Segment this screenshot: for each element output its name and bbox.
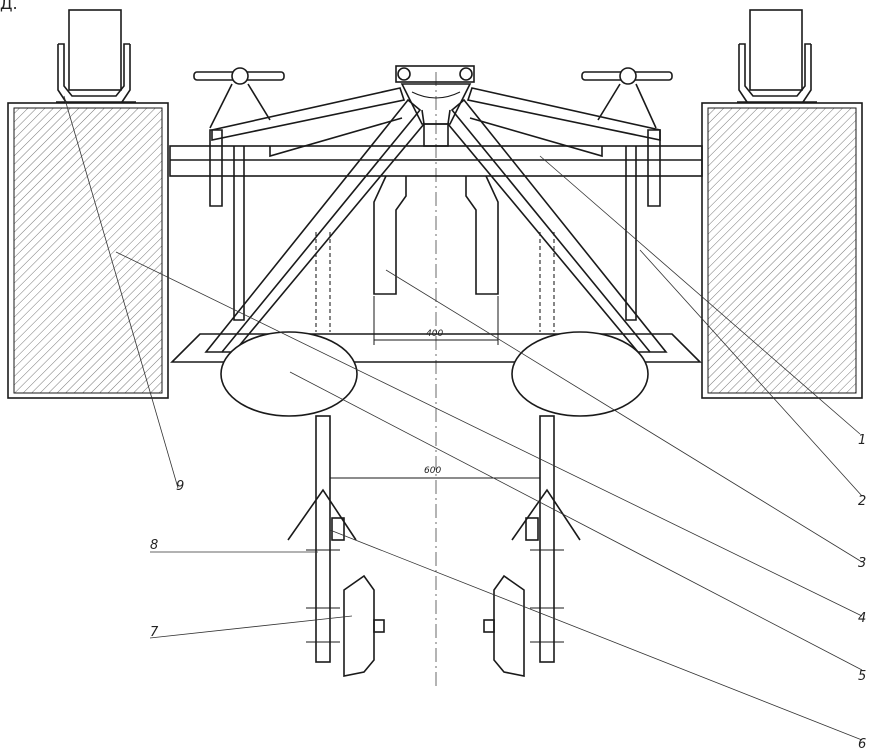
hitch-tower (395, 65, 475, 147)
callout-1: 1 (858, 433, 866, 448)
callout-3: 3 (858, 556, 866, 571)
dimension-400: 400 (373, 296, 499, 345)
left-support-wheel (7, 102, 169, 399)
left-spring-tine (287, 488, 357, 541)
stray-heading-text: Д. (0, 0, 18, 13)
callout-7: 7 (150, 625, 159, 640)
leader-lines (63, 95, 863, 741)
right-gauge-wheel (737, 9, 817, 103)
right-spring-tine (511, 488, 581, 541)
callout-8: 8 (150, 538, 158, 553)
right-disc (511, 331, 649, 417)
dimension-400-label: 400 (426, 329, 443, 339)
diagonal-braces (204, 98, 668, 353)
callout-2: 2 (858, 494, 866, 509)
upper-frame-arms (211, 87, 661, 158)
central-tines (373, 175, 499, 295)
callout-4: 4 (858, 611, 866, 626)
left-disc (220, 331, 358, 417)
right-support-wheel (701, 102, 863, 399)
left-gauge-wheel (56, 9, 136, 103)
callout-5: 5 (858, 669, 866, 684)
right-cone-roller (483, 574, 525, 677)
callout-labels: 1 2 3 4 5 6 7 8 9 (150, 433, 866, 752)
left-cone-roller (343, 574, 385, 677)
left-shank (306, 415, 340, 663)
right-shank (530, 415, 564, 663)
dimension-600-label: 600 (424, 466, 441, 476)
callout-6: 6 (858, 737, 866, 752)
right-depth-screw (581, 67, 673, 321)
dashed-guides (315, 232, 555, 332)
callout-9: 9 (176, 479, 184, 494)
dimension-600: 600 (330, 466, 540, 479)
left-depth-screw (193, 67, 285, 321)
